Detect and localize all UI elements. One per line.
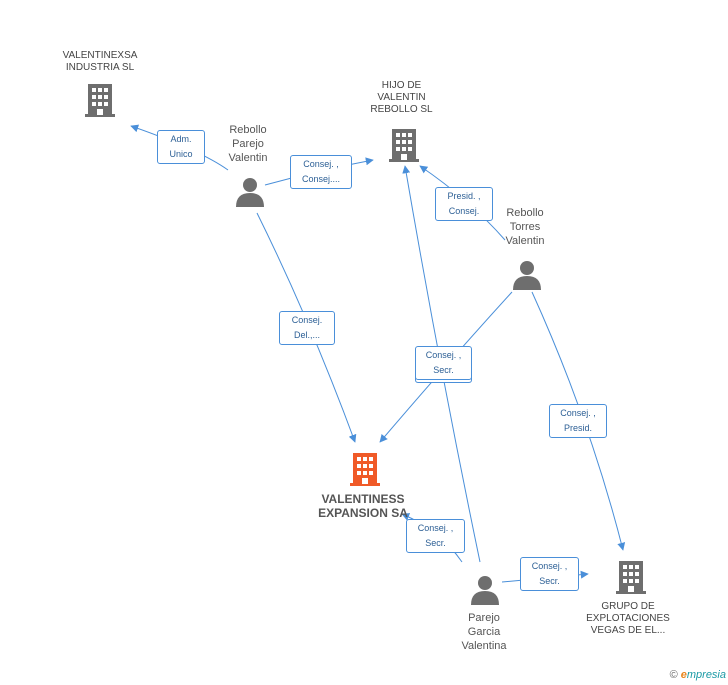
edge-label-adm-unico[interactable]: Adm. Unico [157,130,205,164]
company-label-grupo[interactable]: GRUPO DE EXPLOTACIONES VEGAS DE EL... [578,601,678,637]
edge-label-line: Unico [169,149,193,159]
label-line: GRUPO DE [601,601,655,612]
label-line: EXPLOTACIONES [586,613,670,624]
edge-label-consej-secr-mid[interactable]: Consej. , Secr. [415,346,472,380]
edge-label-line: Consej. [291,315,323,325]
label-line: Valentin [228,152,268,164]
edge-label-consej-presid[interactable]: Consej. , Presid. [549,404,607,438]
building-icon-main [350,453,380,486]
building-icon [389,129,419,162]
edge-label-line: Adm. [170,134,192,144]
person-label-rebollo-torres[interactable]: Rebollo Torres Valentin [489,206,561,248]
edge-label-line: Consej. [448,206,480,216]
label-line: Parejo [232,138,264,150]
edge-label-line: Consej. , [303,159,339,169]
edge-label-line: Presid. [563,423,592,433]
label-line: Valentina [461,640,507,652]
edge-label-consej-secr-grupo[interactable]: Consej. , Secr. [520,557,579,591]
building-icon [85,84,115,117]
edge-label-line: Consej. , [417,523,454,533]
label-line: Rebollo [506,207,544,219]
edge-label-line: Consej.... [301,174,341,184]
brand-logo-e: e [680,669,687,681]
edge-label-presid-consej[interactable]: Presid. , Consej. [435,187,493,221]
label-line: EXPANSION SA [318,506,408,520]
label-line: VEGAS DE EL... [590,625,666,636]
person-icon [471,576,499,605]
edge-label-line: Consej. , [425,350,462,360]
person-label-parejo-garcia[interactable]: Parejo Garcia Valentina [448,611,520,653]
edge-label-line: Del.,... [293,330,320,340]
label-line: Torres [509,221,541,233]
person-icon [236,178,264,207]
footer-brand: © empresia [670,669,726,681]
edge-label-line: Consej. , [560,408,596,418]
label-line: VALENTIN [377,92,426,103]
edge-label-line: Secr. [433,365,454,375]
company-label-hijo[interactable]: HIJO DE VALENTIN REBOLLO SL [354,80,449,116]
company-label-main[interactable]: VALENTINESS EXPANSION SA [306,492,420,520]
copyright-icon: © [669,669,678,681]
label-line: VALENTINESS [321,492,405,506]
label-line: Parejo [468,612,500,624]
edge-label-consej-consej[interactable]: Consej. , Consej.... [290,155,352,189]
person-icon [513,261,541,290]
edge-label-line: Presid. , [447,191,481,201]
label-line: Rebollo [229,124,267,136]
building-icon [616,561,646,594]
company-label-valentinexsa[interactable]: VALENTINEXSA INDUSTRIA SL [50,50,150,74]
label-line: Garcia [467,626,501,638]
edge-label-line: Secr. [539,576,560,586]
edge-label-line: Secr. [425,538,446,548]
label-line: VALENTINEXSA [62,50,138,61]
label-line: REBOLLO SL [370,104,433,115]
person-label-rebollo-parejo[interactable]: Rebollo Parejo Valentin [212,123,284,165]
label-line: Valentin [505,235,545,247]
label-line: INDUSTRIA SL [65,62,135,73]
edge-label-consej-secr-main[interactable]: Consej. , Secr. [406,519,465,553]
brand-logo-text: mpresia [686,669,726,681]
edge-label-line: Consej. , [531,561,568,571]
edge-label-consej-del[interactable]: Consej. Del.,... [279,311,335,345]
label-line: HIJO DE [381,80,422,91]
